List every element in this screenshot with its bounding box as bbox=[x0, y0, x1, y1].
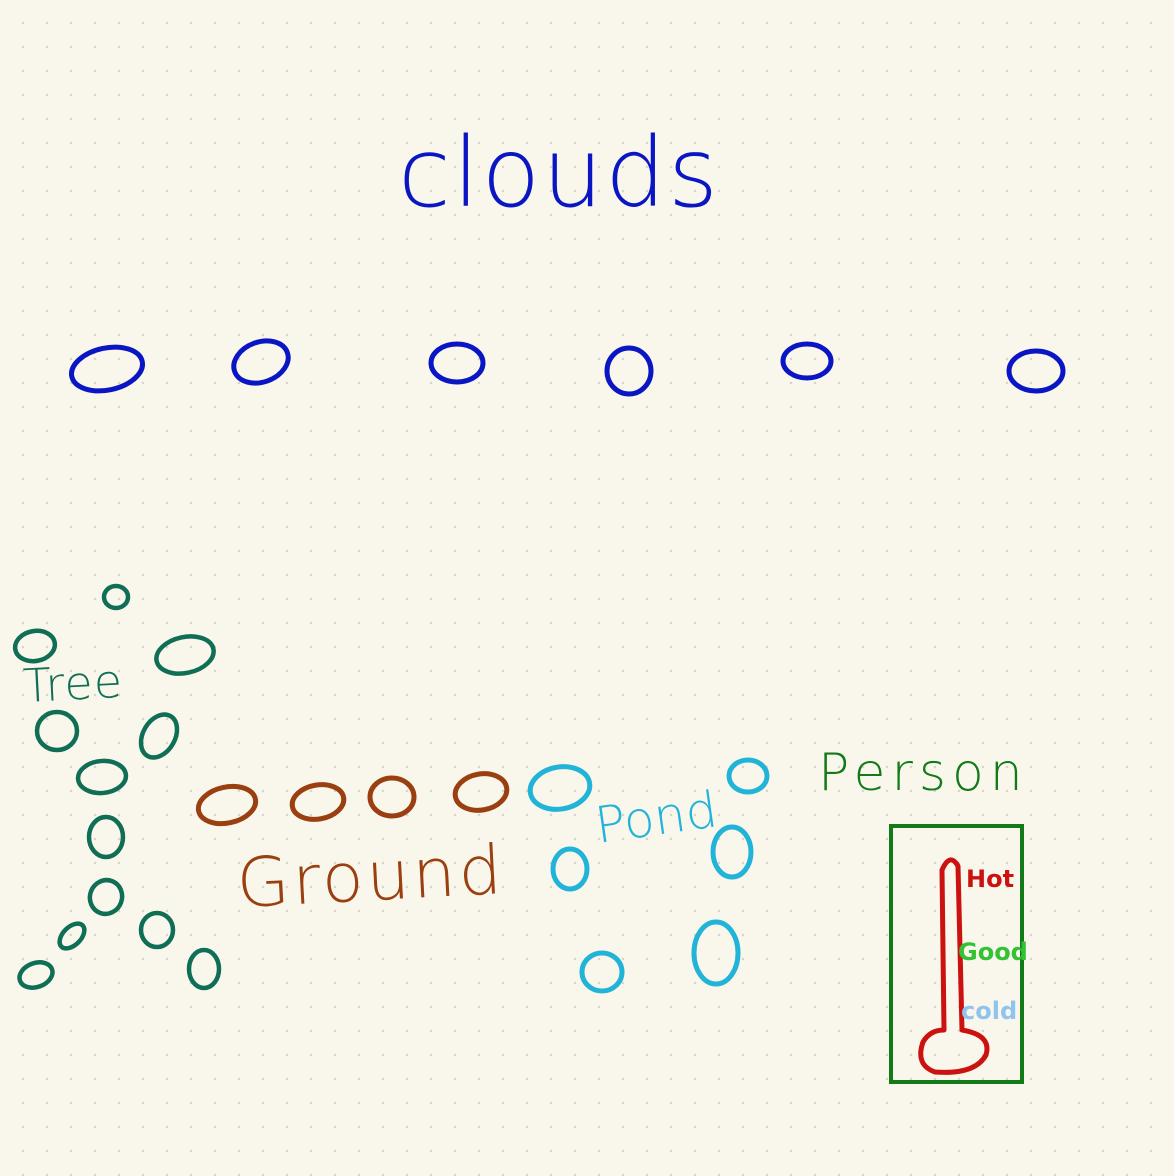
ground-label: Ground bbox=[235, 831, 507, 924]
tree-circle bbox=[154, 634, 216, 676]
tree-circle bbox=[57, 921, 87, 951]
pond-circle bbox=[710, 824, 754, 880]
tree-label: Tree bbox=[22, 654, 125, 713]
cloud-circle bbox=[780, 341, 834, 381]
tree-circle bbox=[75, 758, 129, 796]
ground-circle bbox=[195, 783, 259, 827]
tree-circle bbox=[34, 709, 80, 753]
tree-circle bbox=[86, 814, 126, 860]
clouds-label: clouds bbox=[398, 117, 720, 229]
tree-circle bbox=[87, 877, 125, 917]
ground-circles bbox=[195, 771, 510, 827]
pond-circle bbox=[726, 757, 770, 795]
tree-circle bbox=[17, 960, 55, 990]
thermometer-frame bbox=[889, 824, 1024, 1084]
tree-circle bbox=[12, 628, 58, 664]
cloud-circle bbox=[604, 345, 654, 397]
cloud-circle bbox=[1006, 348, 1066, 394]
pond-circle bbox=[691, 919, 741, 987]
ground-circle bbox=[289, 782, 347, 822]
cold-label: cold bbox=[961, 997, 1017, 1025]
tree-circle bbox=[138, 910, 176, 950]
cloud-circle bbox=[428, 341, 486, 385]
cloud-circle bbox=[231, 338, 291, 386]
ground-circle bbox=[452, 771, 510, 813]
pond-circles bbox=[527, 757, 770, 994]
thermometer-outline bbox=[918, 857, 990, 1075]
pond-circle bbox=[579, 950, 625, 994]
tree-circle bbox=[101, 583, 131, 611]
tree-circle bbox=[186, 947, 222, 991]
cloud-circle bbox=[69, 344, 145, 394]
ground-circle bbox=[367, 775, 417, 819]
cloud-circles bbox=[69, 338, 1066, 397]
tree-circles bbox=[12, 583, 222, 991]
good-label: Good bbox=[958, 938, 1028, 966]
tree-circle bbox=[138, 712, 180, 760]
hot-label: Hot bbox=[966, 865, 1014, 893]
person-label: Person bbox=[818, 743, 1029, 803]
pond-circle bbox=[527, 764, 593, 812]
pond-circle bbox=[550, 846, 590, 892]
pond-label: Pond bbox=[592, 780, 721, 854]
